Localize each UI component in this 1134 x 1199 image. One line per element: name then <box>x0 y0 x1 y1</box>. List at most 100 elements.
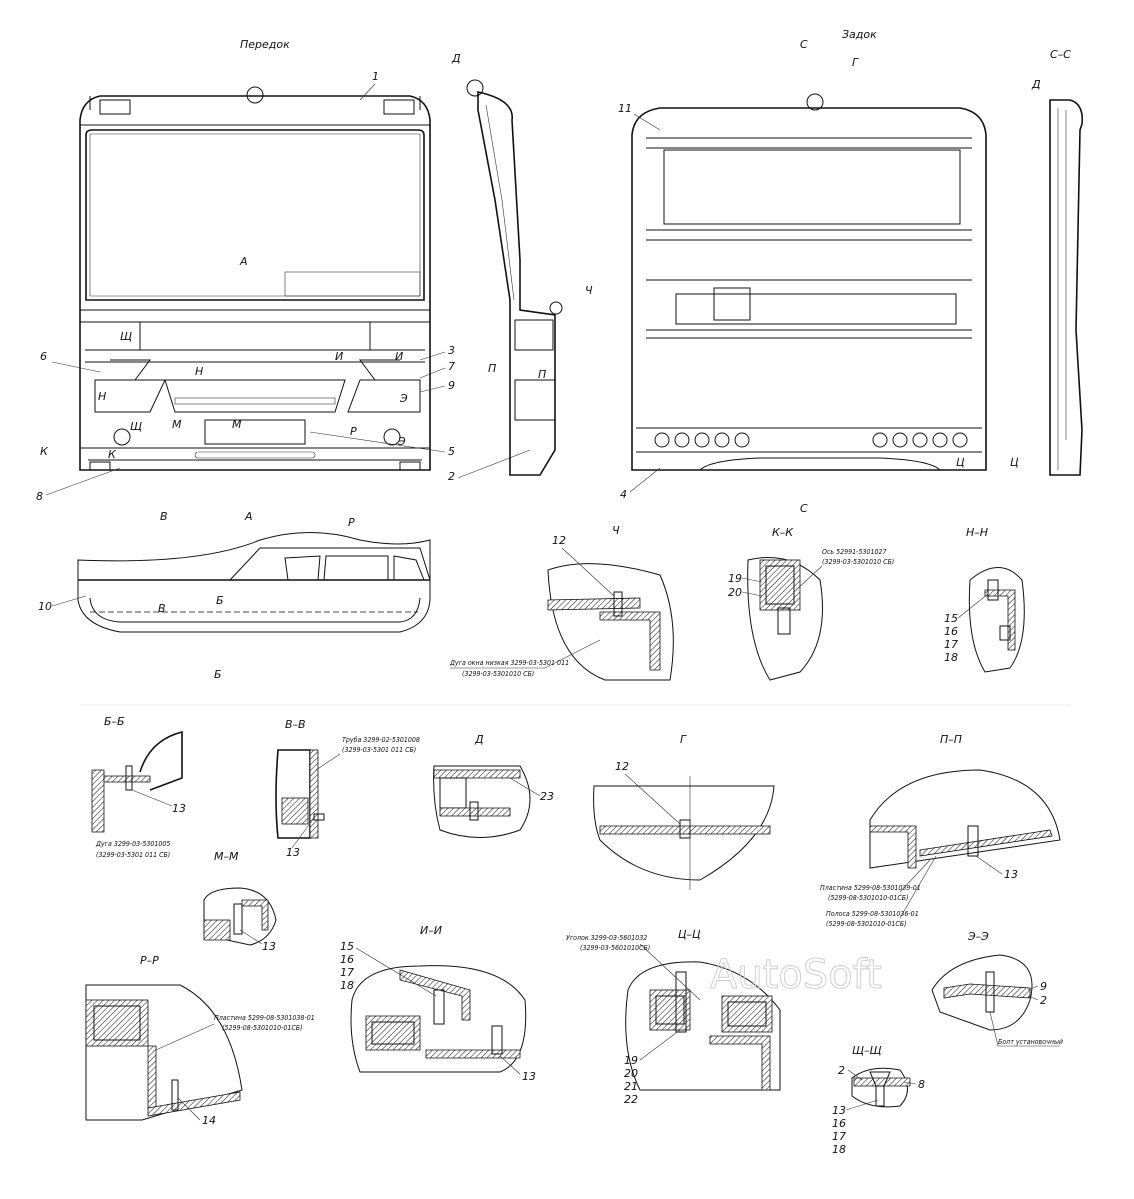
svg-text:Н: Н <box>98 390 106 403</box>
svg-text:2: 2 <box>448 470 455 483</box>
svg-text:Н–Н: Н–Н <box>966 526 988 539</box>
svg-text:9: 9 <box>448 379 455 392</box>
marker-g-rear <box>806 93 824 111</box>
svg-text:13: 13 <box>1004 868 1018 881</box>
svg-text:2: 2 <box>1040 994 1047 1007</box>
svg-text:К: К <box>108 448 117 461</box>
svg-text:Э: Э <box>397 435 406 448</box>
svg-text:И: И <box>395 350 403 363</box>
front-view: Передок А Щ И И Н <box>36 38 531 503</box>
section-cc: С–С Д <box>1031 48 1084 476</box>
svg-text:Уголок 3299-03-5601032: Уголок 3299-03-5601032 <box>566 934 647 942</box>
rear-lights-left <box>654 432 750 448</box>
svg-text:Д: Д <box>474 733 484 746</box>
svg-text:Б: Б <box>214 668 222 681</box>
svg-text:(5299-08-5301010-01СБ): (5299-08-5301010-01СБ) <box>828 894 909 902</box>
svg-text:12: 12 <box>552 534 566 547</box>
section-d: Д 23 <box>433 733 554 838</box>
svg-text:К–К: К–К <box>772 526 794 539</box>
svg-text:Ось 52991-5301027: Ось 52991-5301027 <box>822 548 886 556</box>
svg-text:Б–Б: Б–Б <box>104 715 125 728</box>
svg-text:2: 2 <box>838 1064 845 1077</box>
marker-d <box>466 79 484 97</box>
section-rr: Р–Р 14 Пластина 5299-08-5301038-01 (5299… <box>85 954 315 1127</box>
svg-text:Болт установочный: Болт установочный <box>998 1038 1063 1046</box>
svg-text:Ч: Ч <box>612 524 620 537</box>
svg-text:19: 19 <box>728 572 742 585</box>
svg-text:Дуга окна низкая 3299-03-5301: Дуга окна низкая 3299-03-5301 011 <box>449 659 569 667</box>
svg-text:7: 7 <box>448 360 455 373</box>
watermark-text: AutoSoft <box>710 952 882 998</box>
section-kk: К–К 19 20 Ось 52991-5301027 (3299-03-530… <box>728 526 894 681</box>
svg-text:Н: Н <box>195 365 203 378</box>
svg-text:8: 8 <box>36 490 43 503</box>
svg-text:23: 23 <box>540 790 554 803</box>
section-ch: Ч 12 Дуга окна низкая 3299-03-5301 011 (… <box>449 524 674 681</box>
svg-text:Щ: Щ <box>130 420 142 433</box>
svg-text:6: 6 <box>40 350 47 363</box>
svg-text:И: И <box>335 350 343 363</box>
svg-text:Д: Д <box>1031 78 1041 91</box>
section-ee: Э–Э 9 2 Болт установочный <box>931 930 1063 1047</box>
svg-text:М–М: М–М <box>214 850 239 863</box>
svg-text:Ц–Ц: Ц–Ц <box>678 928 701 941</box>
svg-text:4: 4 <box>620 488 627 501</box>
marker-g-front <box>246 86 264 104</box>
svg-text:В: В <box>158 602 166 615</box>
svg-text:Щ–Щ: Щ–Щ <box>852 1044 882 1057</box>
svg-text:18: 18 <box>832 1143 846 1156</box>
front-side-profile: Д Ч П П <box>451 52 593 476</box>
svg-text:11: 11 <box>618 102 632 115</box>
svg-text:П–П: П–П <box>940 733 962 746</box>
svg-text:М: М <box>232 418 242 431</box>
svg-text:(3299-03-5301010 СБ): (3299-03-5301010 СБ) <box>822 558 894 566</box>
svg-text:(3299-03-5301010 СБ): (3299-03-5301010 СБ) <box>462 670 534 678</box>
svg-text:20: 20 <box>728 586 742 599</box>
svg-text:3: 3 <box>448 344 455 357</box>
svg-text:17: 17 <box>832 1130 846 1143</box>
svg-text:Труба 3299-02-5301008: Труба 3299-02-5301008 <box>342 736 420 744</box>
svg-text:8: 8 <box>918 1078 925 1091</box>
svg-text:Р: Р <box>348 516 355 529</box>
svg-text:Дуга 3299-03-5301005: Дуга 3299-03-5301005 <box>95 840 170 848</box>
svg-text:(3299-03-5301 011 СБ): (3299-03-5301 011 СБ) <box>342 746 416 754</box>
svg-text:А: А <box>244 510 253 523</box>
svg-text:Э: Э <box>399 392 408 405</box>
svg-text:13: 13 <box>522 1070 536 1083</box>
svg-text:13: 13 <box>286 846 300 859</box>
svg-text:1: 1 <box>372 70 379 83</box>
svg-text:13: 13 <box>172 802 186 815</box>
svg-text:С–С: С–С <box>1050 48 1071 61</box>
rear-view: Задок С Г 11 4 С Ц Ц <box>618 28 1019 515</box>
svg-text:П: П <box>538 368 546 381</box>
section-shsh: Щ–Щ 2 8 13 16 17 18 <box>832 1044 925 1156</box>
svg-text:И–И: И–И <box>420 924 442 937</box>
svg-text:С: С <box>800 38 808 51</box>
svg-text:(5299-08-5301010-01СБ): (5299-08-5301010-01СБ) <box>826 920 907 928</box>
svg-text:16: 16 <box>944 625 958 638</box>
svg-text:Р: Р <box>350 425 357 438</box>
svg-text:М: М <box>172 418 182 431</box>
svg-text:Ц: Ц <box>1010 456 1019 469</box>
svg-text:22: 22 <box>624 1093 638 1106</box>
front-view-title: Передок <box>240 38 290 51</box>
svg-text:Щ: Щ <box>120 330 132 343</box>
section-ii: И–И 15 16 17 18 13 <box>340 924 536 1083</box>
section-mm: М–М 13 <box>203 850 277 953</box>
svg-text:14: 14 <box>202 1114 216 1127</box>
svg-text:13: 13 <box>262 940 276 953</box>
svg-text:Э–Э: Э–Э <box>967 930 989 943</box>
svg-text:17: 17 <box>340 966 354 979</box>
svg-text:5: 5 <box>448 445 455 458</box>
svg-text:Пластина 5299-08-5301039-01: Пластина 5299-08-5301039-01 <box>820 884 921 892</box>
svg-text:16: 16 <box>340 953 354 966</box>
svg-text:18: 18 <box>340 979 354 992</box>
svg-text:Ч: Ч <box>585 284 593 297</box>
svg-text:В–В: В–В <box>285 718 306 731</box>
svg-text:П: П <box>488 362 496 375</box>
svg-text:Ц: Ц <box>956 456 965 469</box>
svg-text:А: А <box>239 255 248 268</box>
svg-text:Полоса 5299-08-5301036-01: Полоса 5299-08-5301036-01 <box>826 910 919 918</box>
rear-view-title: Задок <box>842 28 877 41</box>
